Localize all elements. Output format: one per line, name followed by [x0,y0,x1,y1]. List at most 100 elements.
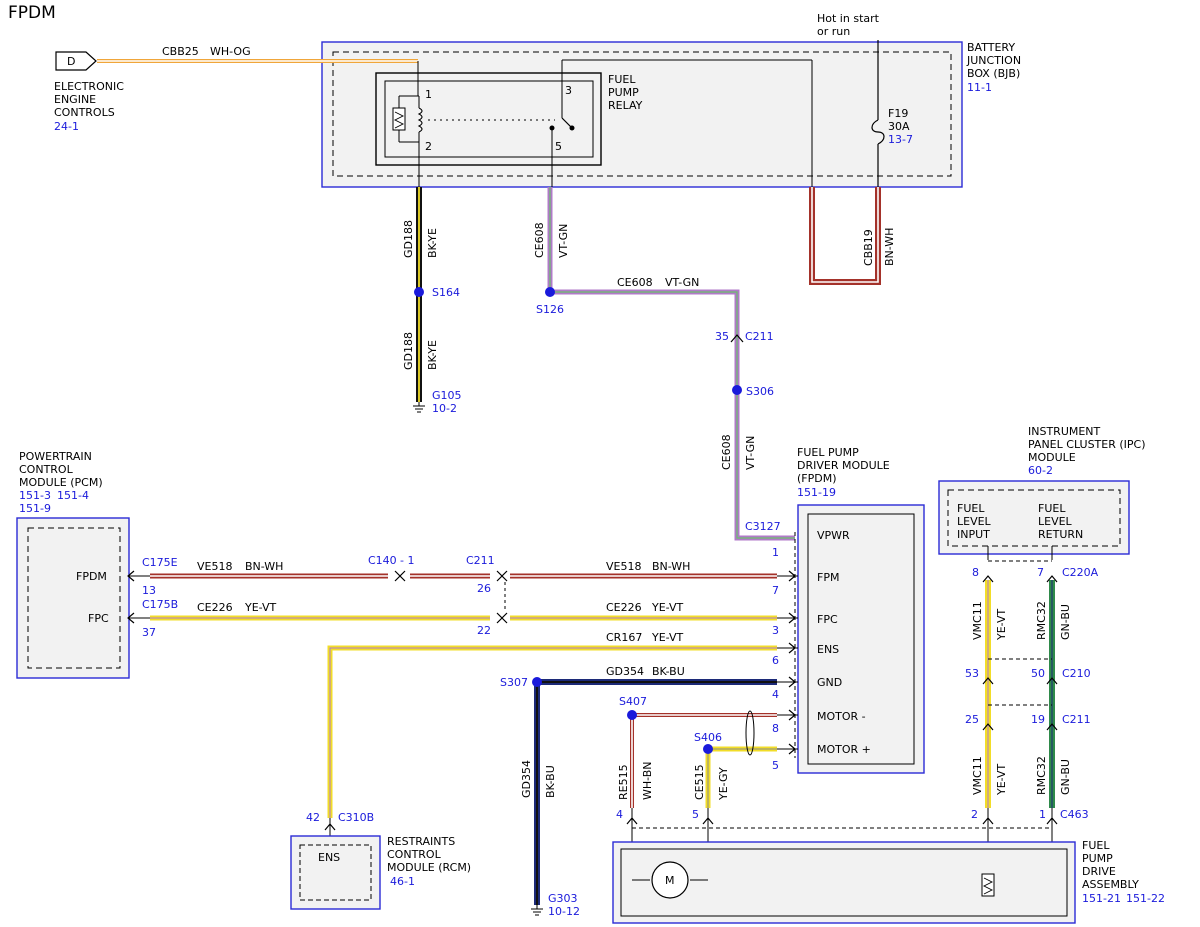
wire-cbb25-color: WH-OG [210,45,251,58]
ground-g303-ref: 10-12 [548,905,580,918]
rcm-ref: 46-1 [390,875,415,888]
wire-vmc11-circuit-b: VMC11 [971,756,984,795]
ipc-return-line3: RETURN [1038,528,1083,541]
eec-name-line2: ENGINE [54,93,96,106]
rcm-name-line3: MODULE (RCM) [387,861,471,874]
splice-s164-dot [414,287,424,297]
wire-gd188-color-b: BK-YE [426,340,439,370]
pcm-name-line1: POWERTRAIN [19,450,92,463]
wire-ce608-color-b: VT-GN [665,276,699,289]
ipc-return-line1: FUEL [1038,502,1066,515]
splice-s406-dot [703,744,713,754]
c175e-pin: 13 [142,584,156,597]
c211-c-pin-19: 19 [1031,713,1045,726]
pump-ref-1: 151-21 [1082,892,1121,905]
wire-ce608-circuit-a: CE608 [533,222,546,258]
pcm-ref-2: 151-4 [57,489,89,502]
eec-ref: 24-1 [54,120,79,133]
c463-id: C463 [1060,808,1089,821]
fpdm-pinno-gnd: 4 [772,688,779,701]
eec-name-line1: ELECTRONIC [54,80,124,93]
relay-name-line2: PUMP [608,86,639,99]
wire-ce608-circuit-b: CE608 [617,276,653,289]
ground-g105-symbol [413,402,425,413]
c220a-pin-8: 8 [972,566,979,579]
c210-id: C210 [1062,667,1091,680]
wire-gd188-circuit-a: GD188 [402,220,415,258]
c211-a-pin: 35 [715,330,729,343]
pcm-name-line2: CONTROL [19,463,74,476]
wire-gd354-circuit-a: GD354 [606,665,644,678]
wire-cbb19 [809,187,881,285]
c220a-pin-7: 7 [1037,566,1044,579]
fpdm-name-line1: FUEL PUMP [797,446,859,459]
c211-c-pin-25: 25 [965,713,979,726]
wire-cbb25 [97,59,419,96]
rcm-pin-ens: ENS [318,851,340,864]
splice-s407: S407 [619,695,647,708]
pcm-pin-fpc: FPC [88,612,109,625]
splice-s307-dot [532,677,542,687]
wire-ce226-color-a: YE-VT [244,601,277,614]
wire-gd188-color-a: BK-YE [426,228,439,258]
page-title: FPDM [8,3,56,23]
c310b-id: C310B [338,811,374,824]
fpdm-name-line2: DRIVER MODULE [797,459,890,472]
wire-ce226-circuit-a: CE226 [197,601,233,614]
fpdm-pinno-motor-pos: 5 [772,759,779,772]
fpdm-pin-motor-pos: MOTOR + [817,743,871,756]
ipc-return-line2: LEVEL [1038,515,1073,528]
motor-label: M [665,874,675,887]
ipc-name-line3: MODULE [1028,451,1076,464]
pump-name-line1: FUEL [1082,839,1110,852]
rcm-name-line2: CONTROL [387,848,442,861]
wire-ce608 [547,187,795,541]
ground-g105: G105 [432,389,462,402]
c3127-id: C3127 [745,520,781,533]
wire-re515-circuit: RE515 [617,764,630,800]
c140-id: C140 [368,554,397,567]
eec-connector [55,51,97,71]
ground-g303: G303 [548,892,578,905]
ipc-input-line2: LEVEL [957,515,992,528]
pcm-module [16,517,130,679]
relay-pin-2: 2 [425,140,432,153]
wire-ce226-color-b: YE-VT [651,601,684,614]
wire-ce608-circuit-c: CE608 [720,434,733,470]
wire-vmc11-color-b: YE-VT [995,763,1008,796]
rcm-name-line1: RESTRAINTS [387,835,455,848]
hot-text-line1: Hot in start [817,12,880,25]
wire-gd354-circuit-b: GD354 [520,760,533,798]
wire-cbb25-circuit: CBB25 [162,45,199,58]
wire-ve518-color-a: BN-WH [245,560,283,573]
wire-ce226-circuit-b: CE226 [606,601,642,614]
wire-ce515-circuit: CE515 [693,764,706,800]
fpdm-pin-motor-neg: MOTOR - [817,710,866,723]
battery-junction-box [321,41,963,188]
relay-diode [392,107,406,131]
bjb-name-line1: BATTERY [967,41,1015,54]
c463-pin-2: 2 [971,808,978,821]
ipc-name-line1: INSTRUMENT [1028,425,1101,438]
pump-name-line3: DRIVE [1082,865,1116,878]
wire-ce515-color: YE-GY [717,767,730,801]
hot-text-line2: or run [817,25,850,38]
fpdm-pin-gnd: GND [817,676,842,689]
eec-pin: D [67,55,75,68]
c210-pin-50: 50 [1031,667,1045,680]
splice-s407-dot [627,710,637,720]
ground-g105-ref: 10-2 [432,402,457,415]
wire-ce608-color-a: VT-GN [557,224,570,258]
bjb-name-line3: BOX (BJB) [967,67,1020,80]
fpdm-pinno-fpc: 3 [772,624,779,637]
ipc-name-line2: PANEL CLUSTER (IPC) [1028,438,1146,451]
relay-pin-3: 3 [565,84,572,97]
c211-b-pin-22: 22 [477,624,491,637]
wire-gd354-color-a: BK-BU [652,665,685,678]
fpdm-pinno-ens: 6 [772,654,779,667]
wire-vmc11-color-a: YE-VT [995,608,1008,641]
fuse-rating: 30A [888,120,910,133]
relay-pin-1: 1 [425,88,432,101]
